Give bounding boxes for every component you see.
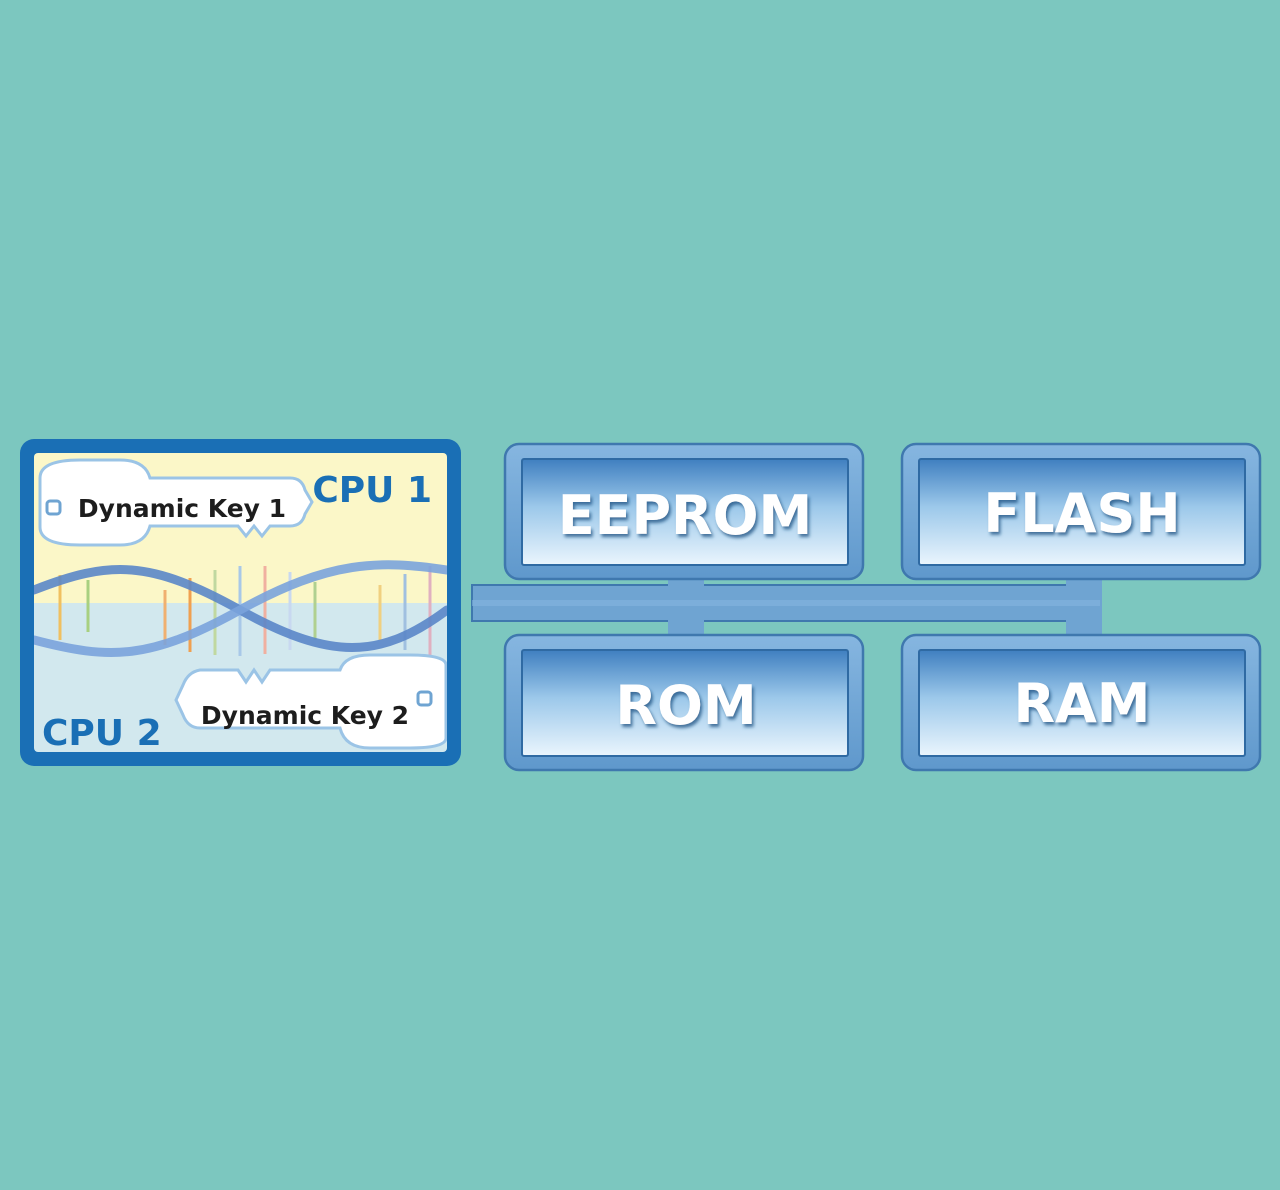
cpu-block: Dynamic Key 1 Dynamic Key 2 CPU 1 CPU 2 (20, 439, 461, 766)
key1-label: Dynamic Key 1 (78, 494, 286, 523)
memory-ram: RAM (900, 633, 1262, 772)
memory-flash: FLASH (900, 442, 1262, 581)
memory-eeprom-label: EEPROM (558, 484, 813, 547)
memory-rom-label: ROM (615, 674, 756, 737)
cpu2-label: CPU 2 (42, 713, 162, 754)
dna-helix-icon (34, 560, 447, 657)
memory-rom: ROM (503, 633, 865, 772)
dynamic-key-1-icon (38, 458, 314, 547)
key2-label: Dynamic Key 2 (201, 701, 409, 730)
dynamic-key-2-icon (174, 653, 447, 750)
memory-eeprom: EEPROM (503, 442, 865, 581)
memory-ram-label: RAM (1013, 672, 1150, 735)
memory-flash-label: FLASH (983, 482, 1180, 545)
memory-bus (471, 575, 1102, 637)
cpu1-label: CPU 1 (312, 470, 432, 511)
